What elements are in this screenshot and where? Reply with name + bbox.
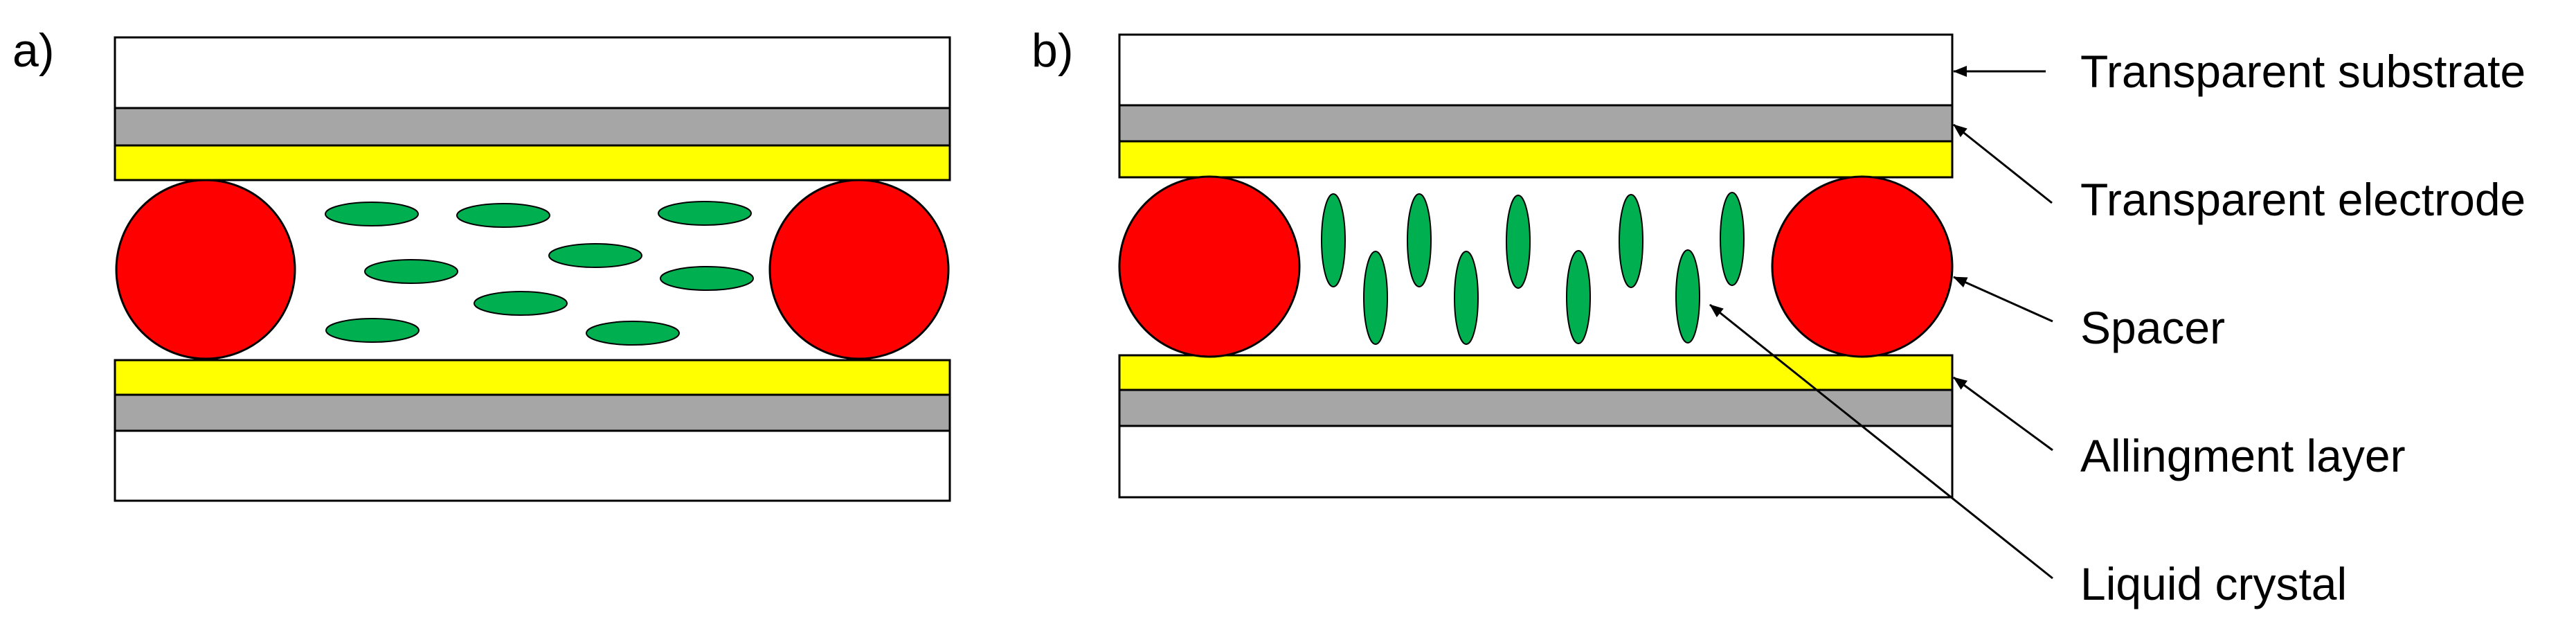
bottom-electrode — [1118, 354, 1954, 391]
panel-b — [1118, 33, 1954, 499]
legend: Transparent substrate Transparent electr… — [2080, 46, 2525, 609]
top-electrode — [1118, 140, 1954, 179]
top-electrode — [114, 144, 951, 181]
liquid-crystal-molecule — [1363, 251, 1388, 345]
top-alignment-layer — [1118, 104, 1954, 143]
legend-spacer: Spacer — [2080, 302, 2225, 353]
liquid-crystal-molecule — [1407, 193, 1432, 287]
legend-liquid-crystal: Liquid crystal — [2080, 558, 2347, 609]
top-substrate — [114, 36, 951, 109]
bottom-alignment-layer — [114, 393, 951, 432]
leader-lines — [1709, 66, 2053, 580]
bottom-electrode — [114, 359, 951, 396]
legend-alignment-layer: Allingment layer — [2080, 430, 2406, 481]
spacer-left — [115, 179, 296, 360]
liquid-crystal-molecule — [660, 266, 754, 291]
leader-line-alignment — [1953, 376, 2053, 452]
liquid-crystal-molecule — [325, 318, 420, 343]
top-alignment-layer — [114, 107, 951, 147]
liquid-crystal-molecule — [456, 203, 550, 228]
liquid-crystal-molecule — [1720, 192, 1745, 286]
bottom-substrate — [1118, 425, 1954, 499]
legend-transparent-electrode: Transparent electrode — [2080, 174, 2525, 225]
liquid-crystal-molecule — [364, 259, 458, 284]
liquid-crystal-molecule — [658, 201, 752, 226]
liquid-crystal-molecule — [1454, 251, 1479, 345]
liquid-crystal-molecule — [1566, 250, 1591, 344]
liquid-crystal-molecule — [586, 321, 680, 346]
leader-line-liquid-crystal — [1709, 303, 2053, 580]
panel-b-label: b) — [1032, 24, 1073, 77]
spacer-right — [768, 179, 950, 360]
panel-a — [114, 36, 951, 502]
liquid-crystal-molecule — [1506, 195, 1531, 289]
liquid-crystal-molecule — [1321, 193, 1346, 287]
liquid-crystal-molecule — [1619, 194, 1643, 288]
top-substrate — [1118, 33, 1954, 107]
liquid-crystal-molecule — [548, 243, 642, 268]
liquid-crystal-molecule — [325, 202, 419, 226]
liquid-crystal-molecule — [474, 291, 568, 316]
leader-line-electrode — [1953, 123, 2053, 204]
legend-transparent-substrate: Transparent substrate — [2080, 46, 2525, 97]
bottom-alignment-layer — [1118, 389, 1954, 427]
panel-a-label: a) — [12, 24, 54, 77]
bottom-substrate — [114, 429, 951, 502]
spacer-right — [1771, 175, 1954, 358]
liquid-crystal-molecule — [1675, 249, 1700, 344]
leader-line-spacer — [1953, 276, 2053, 323]
spacer-left — [1118, 175, 1301, 358]
